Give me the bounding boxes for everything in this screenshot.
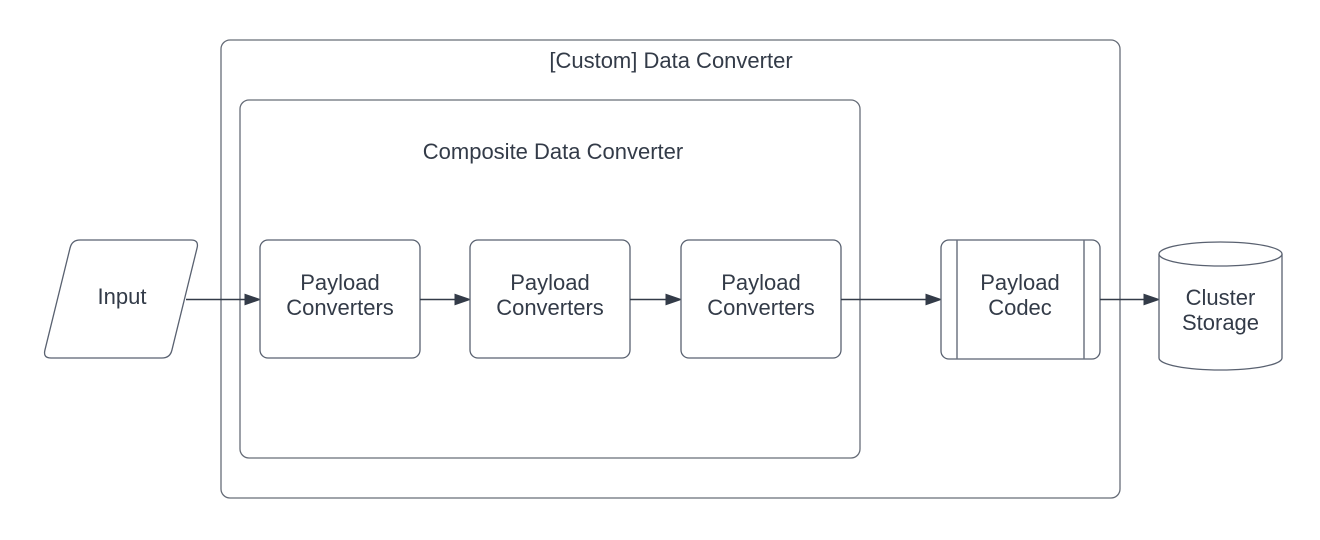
payload-codec-label-line2: Codec [988,295,1052,320]
payload-codec-label-line1: Payload [980,270,1060,295]
arrow-head-icon [1143,293,1161,306]
input-node: Input [43,239,199,359]
composite-data-converter-title: Composite Data Converter [423,139,683,164]
payload-converters-node-3: Payload Converters [680,239,842,359]
arrow-converters-1-to-2 [420,293,472,306]
cylinder-top [1158,241,1283,267]
arrow-head-icon [244,293,262,306]
arrow-head-icon [665,293,683,306]
custom-data-converter-title: [Custom] Data Converter [549,48,792,73]
arrow-codec-to-storage [1100,293,1161,306]
cluster-storage-label-line2: Storage [1182,310,1259,335]
cluster-storage-node: Cluster Storage [1158,241,1283,371]
arrow-head-icon [925,293,943,306]
cluster-storage-label-line1: Cluster [1186,285,1256,310]
payload-converters-3-label-line2: Converters [707,295,815,320]
arrow-head-icon [454,293,472,306]
payload-converters-node-1: Payload Converters [259,239,421,359]
input-parallelogram [43,239,199,359]
arrow-input-to-converters-1 [186,293,262,306]
arrow-converters-3-to-codec [841,293,943,306]
input-label: Input [98,284,147,309]
payload-converters-2-label-line2: Converters [496,295,604,320]
cylinder-body [1158,254,1283,371]
payload-converters-1-label-line2: Converters [286,295,394,320]
payload-converters-node-2: Payload Converters [469,239,631,359]
arrow-converters-2-to-3 [630,293,683,306]
payload-converters-2-label-line1: Payload [510,270,590,295]
payload-converters-1-label-line1: Payload [300,270,380,295]
payload-converters-3-label-line1: Payload [721,270,801,295]
payload-codec-node: Payload Codec [940,239,1101,360]
